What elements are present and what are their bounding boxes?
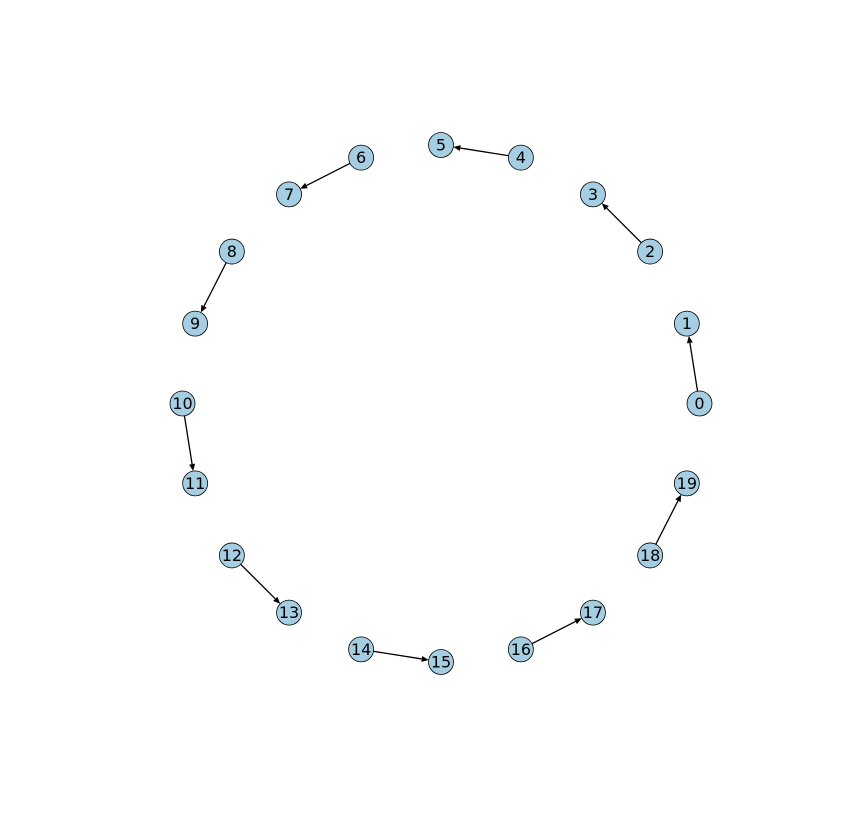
node-0: 0 <box>686 390 713 417</box>
node-5: 5 <box>428 132 454 158</box>
node-6: 6 <box>348 144 375 171</box>
node-label: 10 <box>172 394 192 413</box>
node-circle <box>580 599 606 626</box>
node-circle <box>428 132 454 158</box>
arrowhead-2-3 <box>601 203 609 211</box>
node-circle <box>507 636 534 663</box>
node-circle <box>276 181 302 208</box>
node-circle <box>673 310 700 337</box>
node-label: 16 <box>511 640 531 659</box>
node-label: 1 <box>682 314 692 333</box>
node-7: 7 <box>276 181 302 208</box>
node-circle <box>637 238 664 265</box>
node-circle <box>637 542 664 569</box>
arrowhead-16-17 <box>574 618 582 625</box>
node-label: 2 <box>645 242 655 261</box>
node-15: 15 <box>428 649 454 675</box>
node-circle <box>348 636 375 663</box>
node-circle <box>169 390 196 417</box>
arrowhead-14-15 <box>421 655 429 662</box>
node-14: 14 <box>348 636 375 663</box>
node-label: 12 <box>222 546 242 565</box>
arrowhead-4-5 <box>453 145 461 152</box>
node-circle <box>218 542 245 569</box>
edges-layer <box>181 145 701 662</box>
node-label: 5 <box>436 136 446 155</box>
node-circle <box>673 470 700 497</box>
node-label: 11 <box>185 474 205 493</box>
arrowhead-10-11 <box>189 463 196 472</box>
arrowhead-0-1 <box>686 335 693 344</box>
node-8: 8 <box>218 238 245 265</box>
node-17: 17 <box>580 599 606 626</box>
node-circle <box>276 599 302 626</box>
node-4: 4 <box>507 144 534 171</box>
node-circle <box>348 144 375 171</box>
node-18: 18 <box>637 542 664 569</box>
node-label: 6 <box>356 148 366 167</box>
node-label: 8 <box>227 242 237 261</box>
node-label: 15 <box>431 653 451 672</box>
node-label: 0 <box>694 394 704 413</box>
node-3: 3 <box>580 181 606 208</box>
node-11: 11 <box>182 470 209 497</box>
node-label: 14 <box>351 640 371 659</box>
node-label: 17 <box>583 603 603 622</box>
node-13: 13 <box>276 599 302 626</box>
node-label: 19 <box>677 474 697 493</box>
node-label: 3 <box>588 185 598 204</box>
node-circle <box>686 390 713 417</box>
arrowhead-6-7 <box>300 182 308 189</box>
node-circle <box>580 181 606 208</box>
arrowhead-12-13 <box>273 596 281 604</box>
arrowhead-18-19 <box>675 494 682 503</box>
node-circle <box>182 310 209 337</box>
node-label: 9 <box>190 314 200 333</box>
node-12: 12 <box>218 542 245 569</box>
node-9: 9 <box>182 310 209 337</box>
node-label: 13 <box>279 603 299 622</box>
node-16: 16 <box>507 636 534 663</box>
node-circle <box>182 470 209 497</box>
node-circle <box>428 649 454 675</box>
node-label: 4 <box>516 148 526 167</box>
node-label: 7 <box>284 185 294 204</box>
node-10: 10 <box>169 390 196 417</box>
node-circle <box>218 238 245 265</box>
arrowhead-8-9 <box>200 304 207 313</box>
node-label: 18 <box>640 546 660 565</box>
node-circle <box>507 144 534 171</box>
node-1: 1 <box>673 310 700 337</box>
node-19: 19 <box>673 470 700 497</box>
node-2: 2 <box>637 238 664 265</box>
